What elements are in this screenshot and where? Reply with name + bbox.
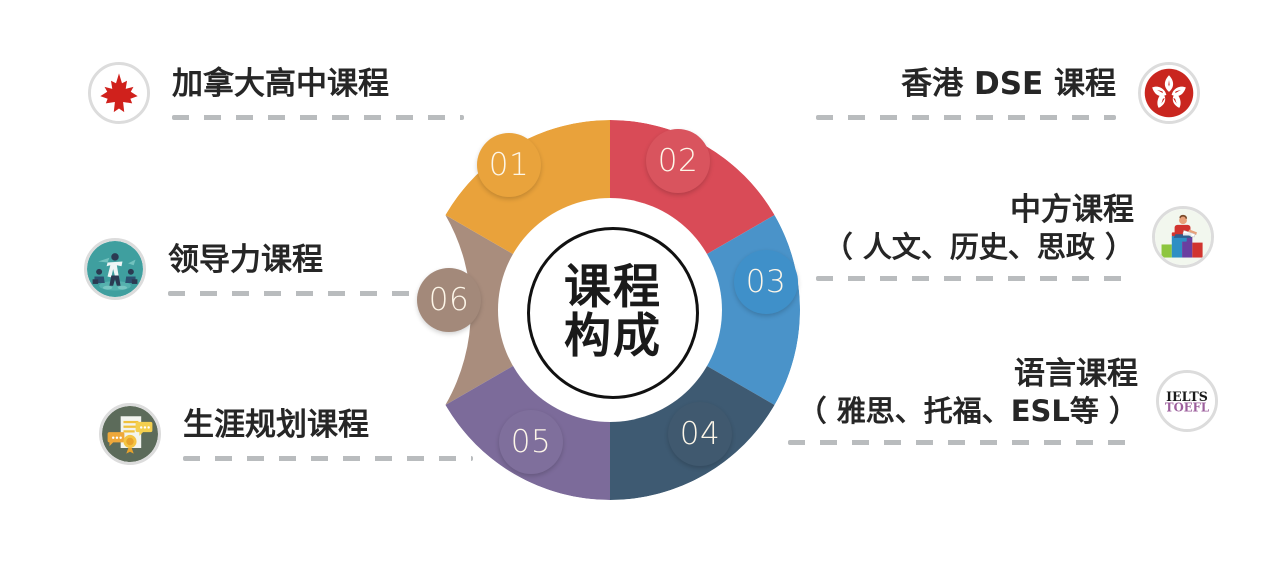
item-career-planning[interactable]: 生涯规划课程	[99, 403, 473, 465]
item-hongkong-dse[interactable]: 香港 DSE 课程	[816, 62, 1200, 124]
item-leadership[interactable]: 领导力课程	[84, 238, 418, 300]
certificate-icon	[99, 403, 161, 465]
item-title: 生涯规划课程	[183, 407, 369, 444]
segment-badge-02[interactable]: 02	[646, 129, 710, 193]
label-dash	[816, 276, 1134, 282]
item-title: 加拿大高中课程	[172, 66, 389, 103]
segment-badge-03[interactable]: 03	[734, 250, 798, 314]
label-dash	[183, 455, 473, 461]
course-structure-donut: 01 02 03 04 05 06 课程 构成	[390, 90, 830, 530]
item-chinese-curriculum[interactable]: 中方课程 （ 人文、历史、思政 ）	[816, 192, 1214, 282]
center-title-line1: 课程	[564, 260, 662, 316]
ielts-text: IELTS	[1166, 389, 1208, 404]
center-title-circle: 课程 构成	[527, 227, 699, 399]
leadership-icon	[84, 238, 146, 300]
item-title: 领导力课程	[168, 242, 323, 279]
item-language-courses[interactable]: 语言课程 （ 雅思、托福、ESL等 ） IELTS TOEFL	[788, 356, 1218, 446]
label-dash	[788, 440, 1138, 446]
item-title: 中方课程	[1010, 192, 1134, 228]
label-dash	[816, 114, 1116, 120]
segment-badge-04[interactable]: 04	[668, 402, 732, 466]
segment-badge-05[interactable]: 05	[499, 410, 563, 474]
ielts-toefl-icon: IELTS TOEFL	[1156, 369, 1218, 432]
maple-leaf-icon	[88, 62, 150, 124]
segment-badge-06[interactable]: 06	[417, 268, 481, 332]
item-canada-highschool[interactable]: 加拿大高中课程	[88, 62, 464, 124]
hongkong-bauhinia-icon	[1138, 62, 1200, 124]
label-dash	[172, 114, 464, 120]
label-dash	[168, 290, 418, 296]
item-subtitle: （ 人文、历史、思政 ）	[823, 229, 1134, 264]
item-subtitle: （ 雅思、托福、ESL等 ）	[797, 393, 1138, 428]
reading-on-books-icon	[1152, 205, 1214, 268]
segment-badge-01[interactable]: 01	[477, 133, 541, 197]
center-title-line2: 构成	[564, 309, 662, 364]
item-title: 语言课程	[1014, 356, 1138, 392]
item-title: 香港 DSE 课程	[901, 66, 1116, 103]
toefl-text: TOEFL	[1165, 400, 1209, 414]
